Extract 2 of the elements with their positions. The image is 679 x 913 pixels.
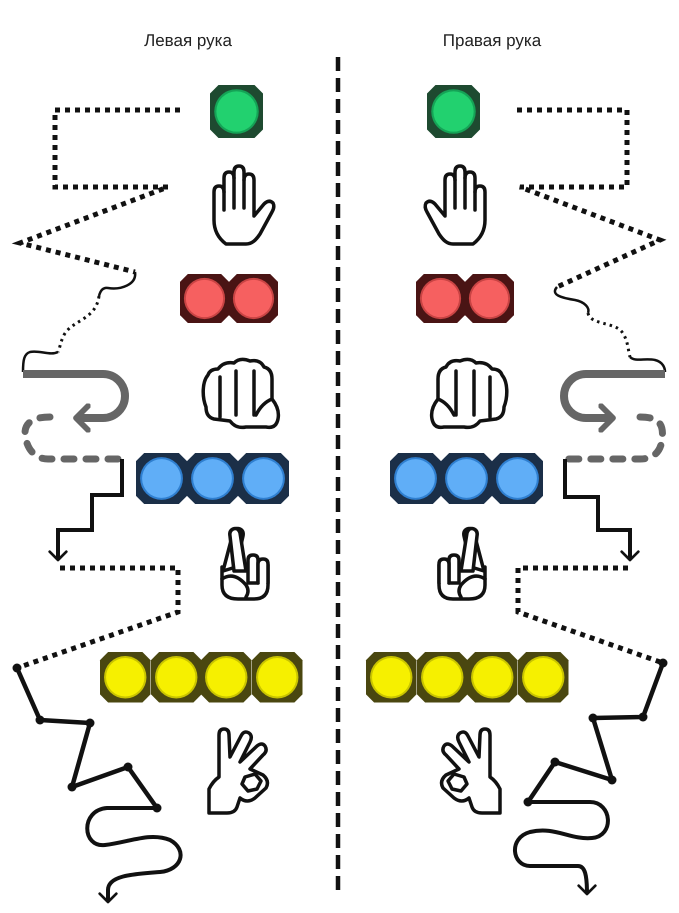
column-heading: Правая рука — [442, 31, 542, 51]
column-heading: Левая рука — [143, 31, 233, 51]
